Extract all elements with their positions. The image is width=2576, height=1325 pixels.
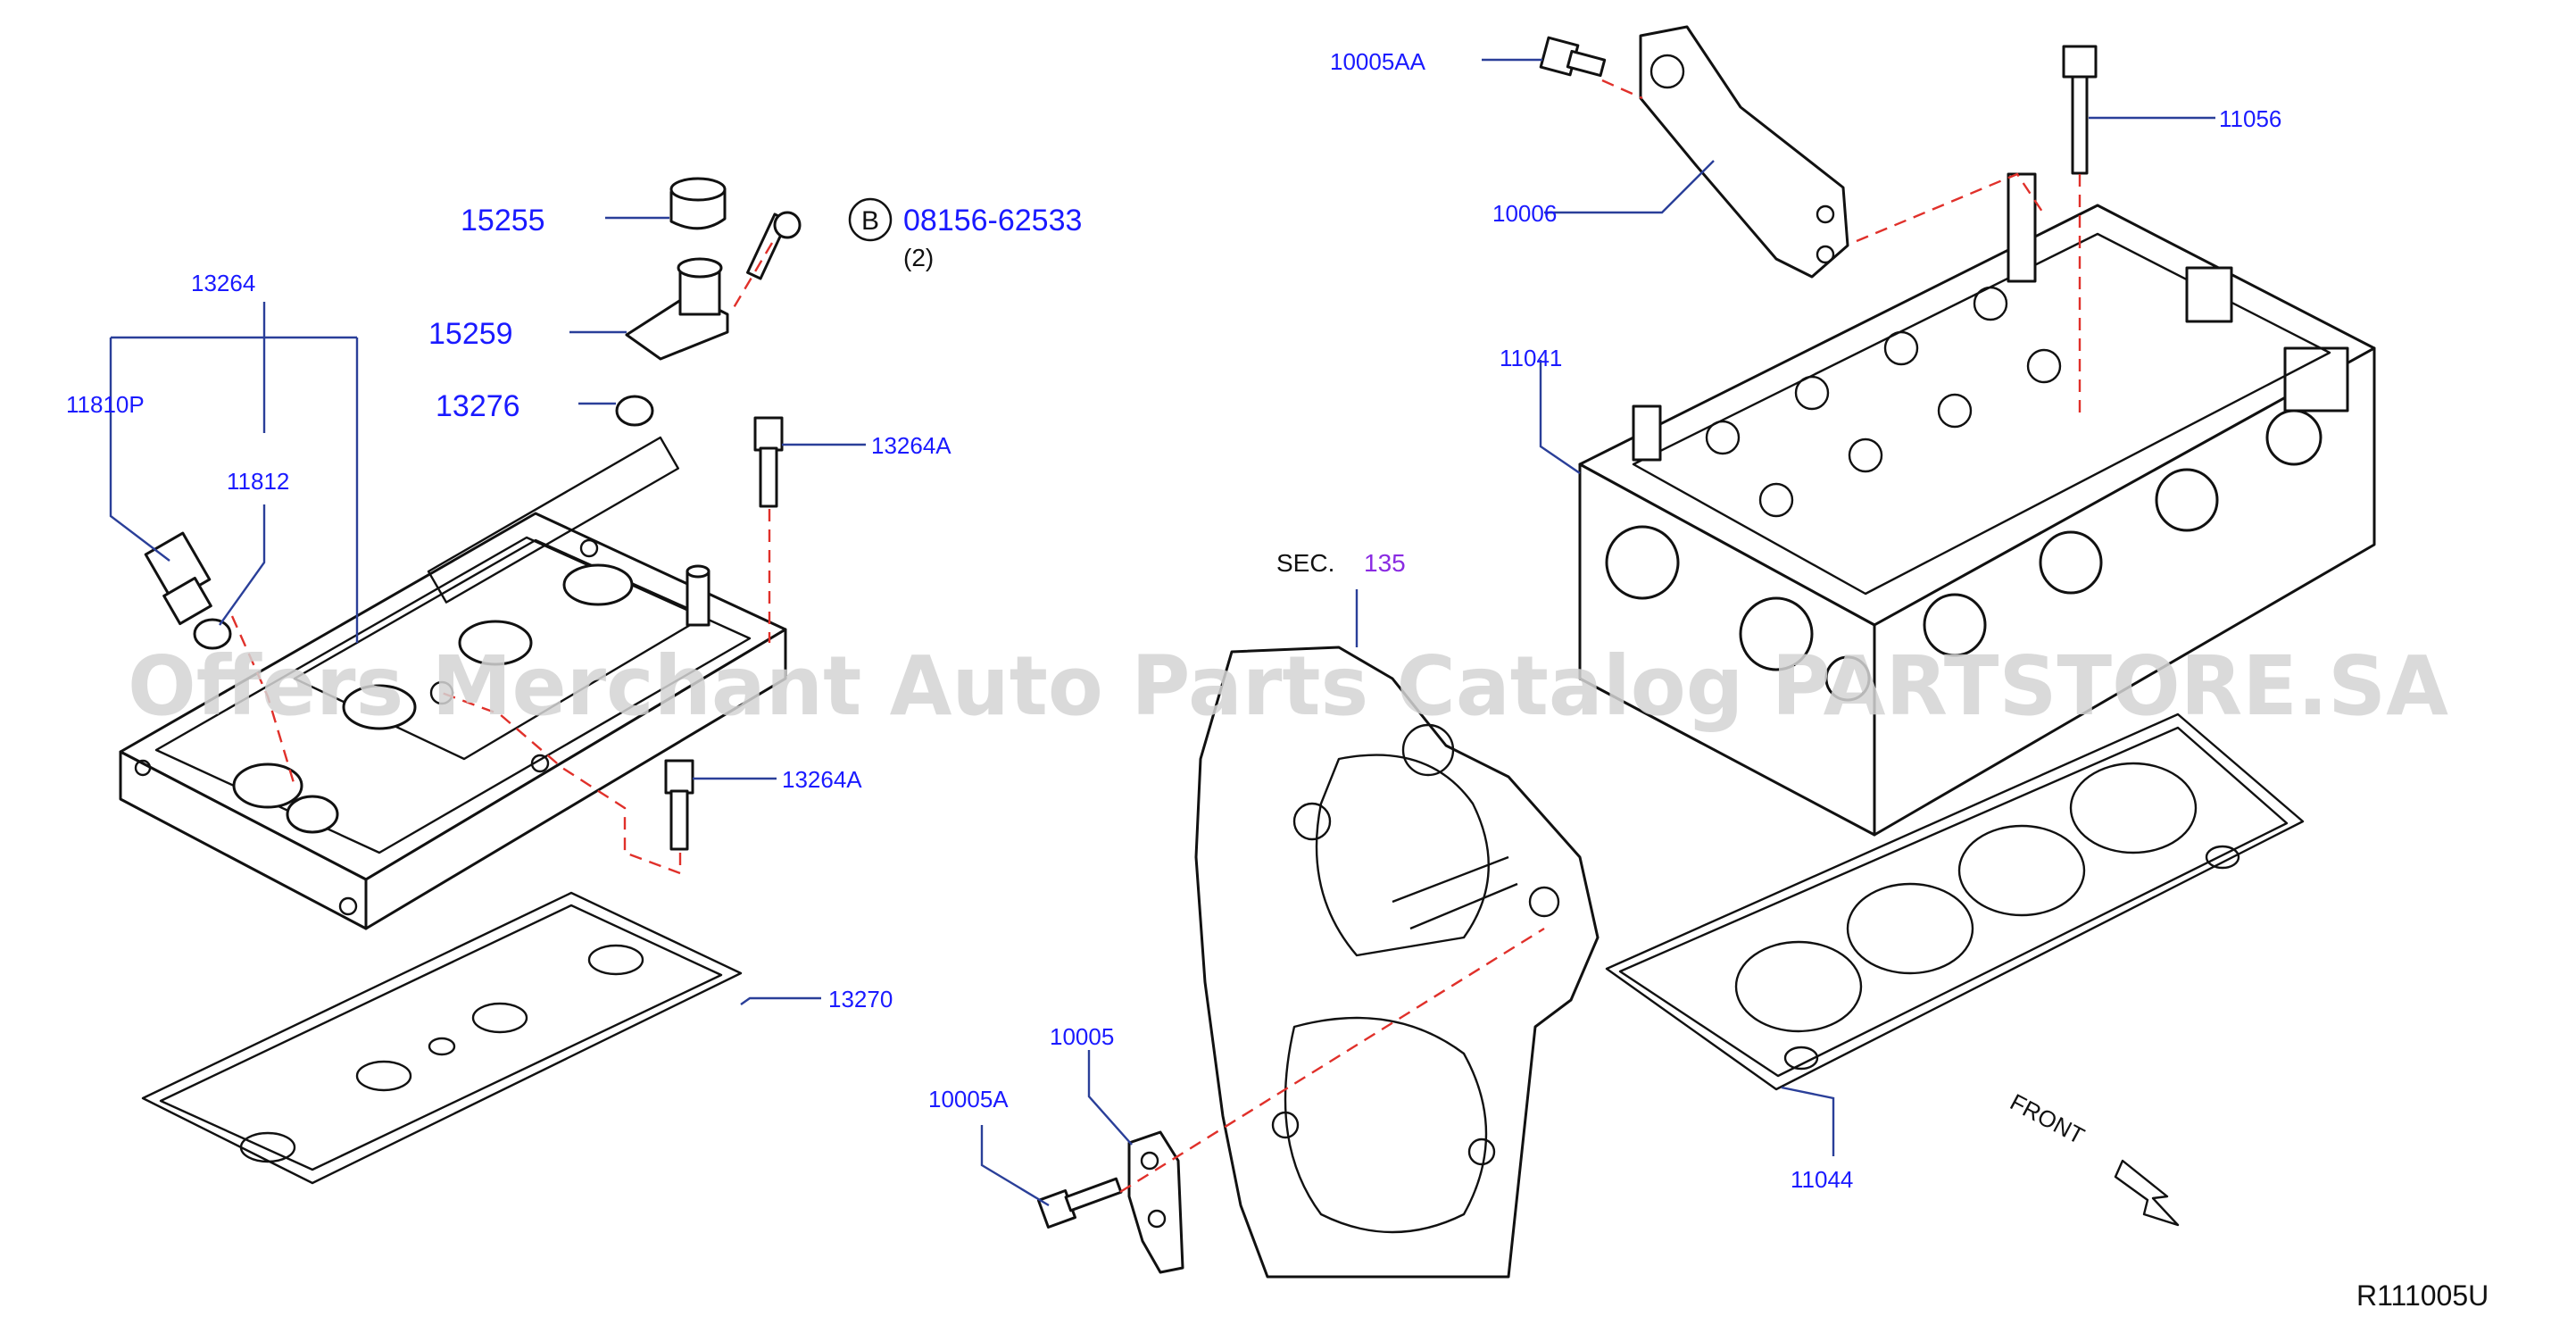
bolt-badge-letter: B: [861, 206, 879, 236]
watermark-text: Offers Merchant Auto Parts Catalog PARTS…: [128, 638, 2448, 734]
bolt-11056: [2062, 45, 2098, 175]
leader-lines: [109, 58, 2215, 1207]
label-13264: 13264: [191, 270, 255, 296]
label-bolt-qty: (2): [903, 244, 934, 271]
diagram-code: R111005U: [2356, 1279, 2489, 1312]
section-prefix: SEC.: [1276, 549, 1334, 577]
pcv-grommet: [193, 618, 232, 650]
bracket-10005: [1127, 1130, 1184, 1274]
bolt-badge-circle: [848, 197, 893, 242]
label-11812: 11812: [227, 468, 289, 495]
section-number: 135: [1364, 549, 1406, 577]
label-11056: 11056: [2219, 105, 2281, 132]
timing-chain-case: [1194, 646, 1600, 1279]
label-11810P: 11810P: [66, 391, 145, 418]
label-13270: 13270: [828, 986, 893, 1012]
front-arrow: [2114, 1159, 2180, 1227]
cylinder-head-gasket: [1605, 712, 2305, 1091]
label-11041: 11041: [1500, 345, 1562, 371]
cylinder-head: [1578, 172, 2376, 837]
label-15259: 15259: [428, 317, 513, 351]
label-10005AA: 10005AA: [1330, 48, 1426, 75]
engine-hanger-10006: [1639, 25, 1849, 279]
label-15255: 15255: [461, 204, 545, 238]
oil-filler-seal: [615, 395, 654, 427]
bolt-10005AA: [1539, 36, 1607, 78]
bolt-10005A: [1036, 1177, 1123, 1229]
label-11044: 11044: [1791, 1166, 1853, 1193]
label-10005: 10005: [1050, 1023, 1114, 1050]
label-13276: 13276: [436, 389, 520, 423]
oil-filler-neck: [625, 257, 729, 361]
part-labels: 10005AA 11056 10006 11041 15255 15259 13…: [66, 48, 2489, 1312]
front-label: FRONT: [2006, 1088, 2089, 1150]
label-13264A-lower: 13264A: [782, 766, 862, 793]
rocker-cover-gasket: [141, 891, 743, 1185]
dashed-lines: [230, 79, 2082, 1194]
label-10006: 10006: [1492, 200, 1557, 227]
label-08156-62533: 08156-62533: [903, 204, 1082, 238]
bolt-08156: [746, 211, 802, 280]
label-10005A: 10005A: [928, 1086, 1009, 1112]
label-13264A-upper: 13264A: [871, 432, 951, 459]
oil-filler-cap: [669, 177, 727, 230]
pcv-valve: [144, 531, 212, 626]
bolt-13264A-upper: [753, 416, 784, 508]
bolt-13264A-lower: [664, 759, 694, 851]
